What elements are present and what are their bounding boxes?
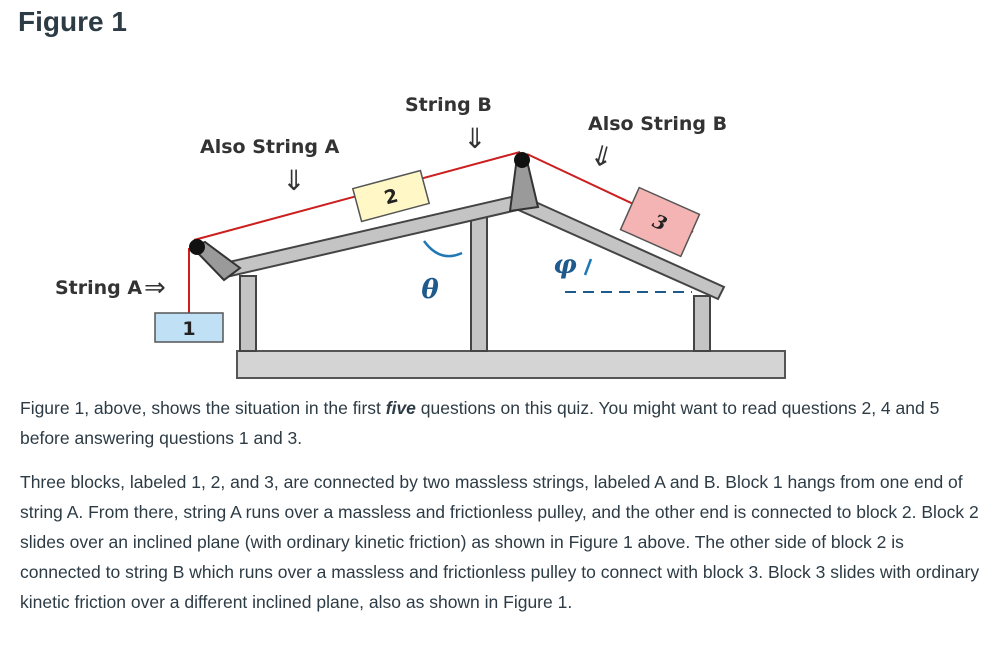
intro-text-start: Figure 1, above, shows the situation in … <box>20 398 386 418</box>
block-1 <box>154 312 224 343</box>
arrow-string-b: ⇓ <box>463 122 486 155</box>
pulley-bracket-top <box>508 164 540 213</box>
arrow-string-a: ⇒ <box>144 273 166 303</box>
label-string-a: String A <box>55 277 142 299</box>
arrow-also-string-b: ⇓ <box>586 138 617 176</box>
ground-slab <box>236 350 786 379</box>
figure-heading: Figure 1 <box>18 6 127 37</box>
pulley-left <box>189 239 205 255</box>
block-2 <box>351 169 431 223</box>
phi-arc <box>583 258 593 276</box>
intro-emphasis: five <box>385 398 416 418</box>
block-2-label: 2 <box>382 185 400 210</box>
label-also-string-a: Also String A <box>200 136 340 158</box>
theta-symbol: θ <box>421 275 439 305</box>
description-paragraph: Three blocks, labeled 1, 2, and 3, are c… <box>20 472 980 612</box>
pulley-top <box>514 152 530 168</box>
support-post-middle <box>470 210 488 352</box>
intro-text-end: questions on this quiz. You might want t… <box>20 398 940 448</box>
block-3 <box>619 186 701 258</box>
intro-paragraph: Figure 1, above, shows the situation in … <box>20 393 985 453</box>
theta-arc <box>422 240 463 258</box>
label-also-string-b: Also String B <box>588 113 727 135</box>
pulley-diagram: 1 2 3 θ φ String A ⇒ Also String A ⇓ Str… <box>55 94 786 379</box>
support-post-right <box>693 295 711 352</box>
label-string-b: String B <box>405 94 492 116</box>
block-1-label: 1 <box>182 318 195 340</box>
arrow-also-string-a: ⇓ <box>282 164 305 197</box>
phi-symbol: φ <box>553 250 577 280</box>
support-post-left <box>239 275 257 352</box>
